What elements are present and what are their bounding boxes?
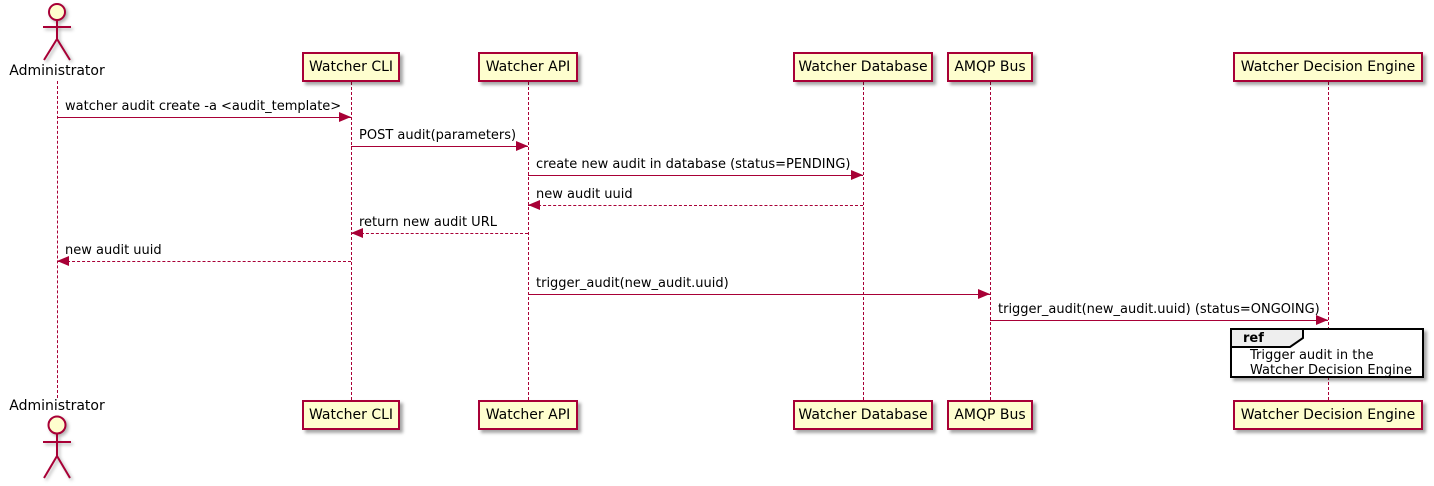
participant-amqp-bus-bottom: AMQP Bus xyxy=(947,400,1033,430)
participant-watcher-cli-top: Watcher CLI xyxy=(302,52,400,82)
participant-watcher-api-bottom: Watcher API xyxy=(478,400,578,430)
actor-label-bottom: Administrator xyxy=(9,398,105,414)
message-3-line xyxy=(528,175,863,176)
lifeline-watcher-cli xyxy=(351,82,352,400)
message-4-label: new audit uuid xyxy=(536,187,633,202)
lifeline-amqp-bus xyxy=(990,82,991,400)
message-2-label: POST audit(parameters) xyxy=(359,128,517,143)
participant-watcher-decision-engine-top: Watcher Decision Engine xyxy=(1233,52,1423,82)
message-1-line xyxy=(57,117,351,118)
participant-watcher-database-bottom: Watcher Database xyxy=(793,400,933,430)
message-8-arrowhead-icon xyxy=(1316,315,1328,325)
message-4-arrowhead-icon xyxy=(528,200,540,210)
participant-amqp-bus-top: AMQP Bus xyxy=(947,52,1033,82)
message-8-line xyxy=(990,320,1328,321)
participant-watcher-decision-engine-bottom: Watcher Decision Engine xyxy=(1233,400,1423,430)
message-5-line xyxy=(351,233,528,234)
ref-fragment: ref Trigger audit in the Watcher Decisio… xyxy=(1230,328,1424,378)
message-1-arrowhead-icon xyxy=(339,112,351,122)
lifeline-watcher-database xyxy=(863,82,864,400)
actor-label-top: Administrator xyxy=(9,63,105,79)
message-6-arrowhead-icon xyxy=(57,256,69,266)
lifeline-watcher-decision-engine xyxy=(1328,82,1329,400)
lifeline-administrator xyxy=(57,81,58,398)
ref-text: Trigger audit in the Watcher Decision En… xyxy=(1250,348,1412,378)
administrator-actor-icon xyxy=(43,3,71,61)
participant-watcher-database-top: Watcher Database xyxy=(793,52,933,82)
ref-text-line-2: Watcher Decision Engine xyxy=(1250,363,1412,378)
message-3-arrowhead-icon xyxy=(851,170,863,180)
lifeline-watcher-api xyxy=(528,82,529,400)
message-5-label: return new audit URL xyxy=(359,215,497,230)
message-2-arrowhead-icon xyxy=(516,141,528,151)
ref-text-line-1: Trigger audit in the xyxy=(1250,348,1374,363)
participant-watcher-api-top: Watcher API xyxy=(478,52,578,82)
message-8-label: trigger_audit(new_audit.uuid) (status=ON… xyxy=(998,302,1320,317)
message-6-label: new audit uuid xyxy=(65,243,162,258)
message-7-arrowhead-icon xyxy=(978,289,990,299)
message-3-label: create new audit in database (status=PEN… xyxy=(536,157,851,172)
ref-header-pentagon-icon xyxy=(1230,328,1304,348)
message-7-label: trigger_audit(new_audit.uuid) xyxy=(536,276,729,291)
message-1-label: watcher audit create -a <audit_template> xyxy=(65,99,342,114)
message-2-line xyxy=(351,146,528,147)
message-4-line xyxy=(528,205,863,206)
message-5-arrowhead-icon xyxy=(351,228,363,238)
message-7-line xyxy=(528,294,990,295)
message-6-line xyxy=(57,261,351,262)
participant-watcher-cli-bottom: Watcher CLI xyxy=(302,400,400,430)
ref-keyword: ref xyxy=(1243,331,1264,346)
administrator-actor-icon-bottom xyxy=(43,415,71,479)
